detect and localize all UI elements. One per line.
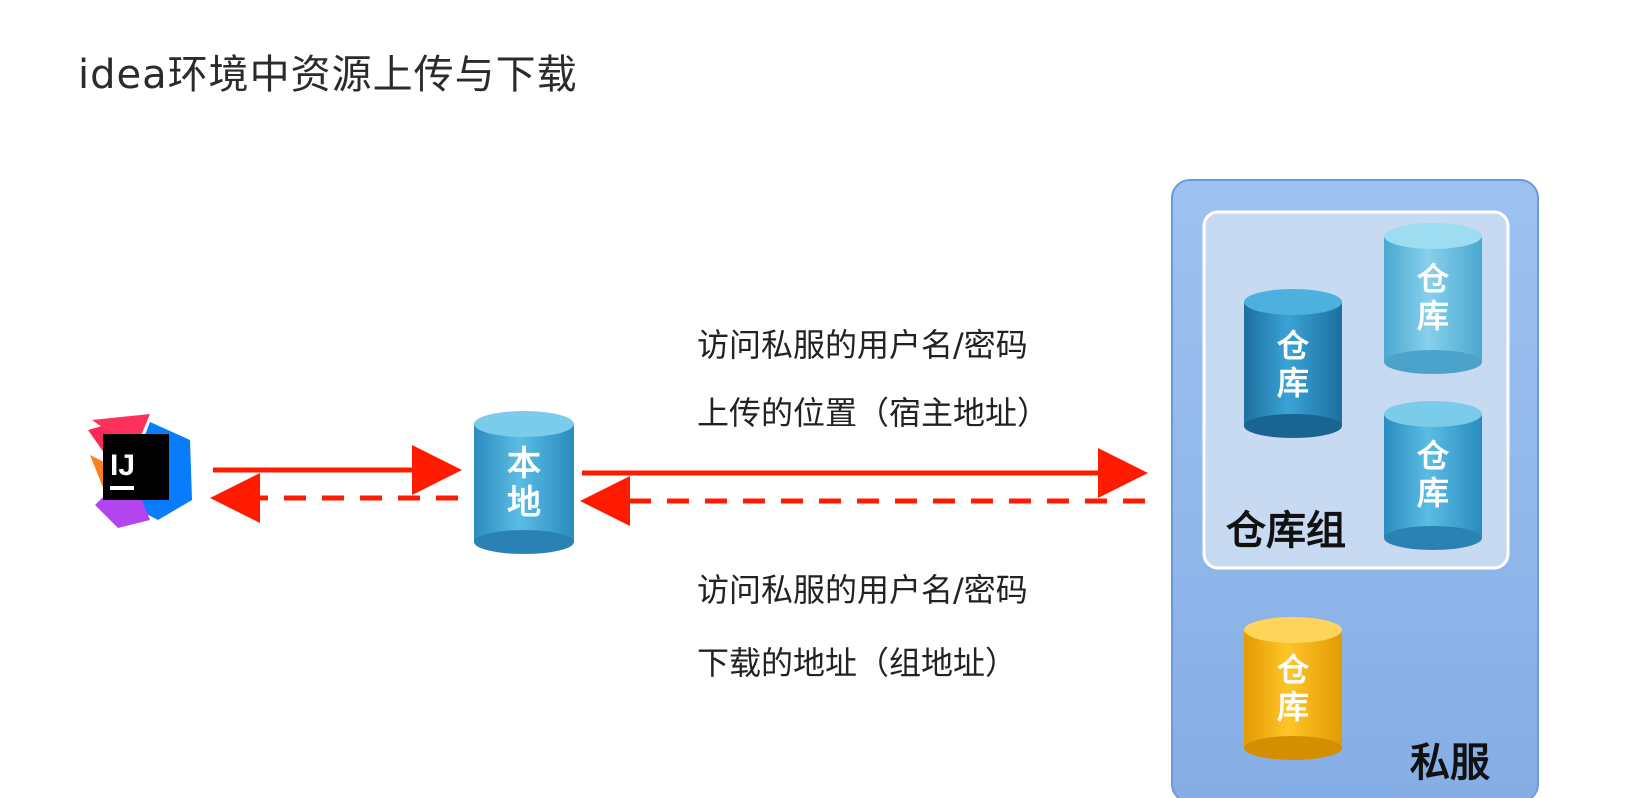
local-repo-label-line2: 地 <box>507 483 541 524</box>
ide-logo-text: IJ <box>110 449 135 482</box>
hosted-repo-label: 仓 库 <box>1263 652 1323 726</box>
download-location-label: 下载的地址（组地址） <box>697 644 1018 682</box>
repo-group-label: 仓库组 <box>1226 508 1346 554</box>
group-repo-dark-label: 仓 库 <box>1263 328 1323 402</box>
hosted-repo-cylinder <box>1244 617 1342 760</box>
upload-location-label: 上传的位置（宿主地址） <box>697 394 1050 432</box>
group-repo-dark-label-line2: 库 <box>1276 363 1309 402</box>
group-repo-cylinder-dark <box>1244 289 1342 438</box>
hosted-repo-label-line1: 仓 <box>1276 651 1309 689</box>
group-repo-mid-label: 仓 库 <box>1403 438 1463 512</box>
upload-credentials-label: 访问私服的用户名/密码 <box>697 326 1028 364</box>
local-repo-cylinder <box>474 411 574 554</box>
hosted-repo-label-line2: 库 <box>1276 687 1309 726</box>
local-repo-label-line1: 本 <box>507 444 541 484</box>
slide-title: idea环境中资源上传与下载 <box>78 52 578 98</box>
private-server-label: 私服 <box>1410 740 1490 786</box>
local-repo-label: 本 地 <box>494 444 554 524</box>
group-repo-mid-label-line2: 库 <box>1416 473 1449 512</box>
group-repo-dark-label-line1: 仓 <box>1276 327 1309 365</box>
group-repo-cylinder-mid <box>1384 401 1482 550</box>
group-repo-mid-label-line1: 仓 <box>1416 437 1449 475</box>
group-repo-light-label-line1: 仓 <box>1416 260 1449 298</box>
intellij-idea-icon <box>88 414 192 528</box>
group-repo-light-label: 仓 库 <box>1403 261 1463 335</box>
download-credentials-label: 访问私服的用户名/密码 <box>697 571 1028 609</box>
group-repo-cylinder-light <box>1384 223 1482 374</box>
group-repo-light-label-line2: 库 <box>1416 296 1449 335</box>
